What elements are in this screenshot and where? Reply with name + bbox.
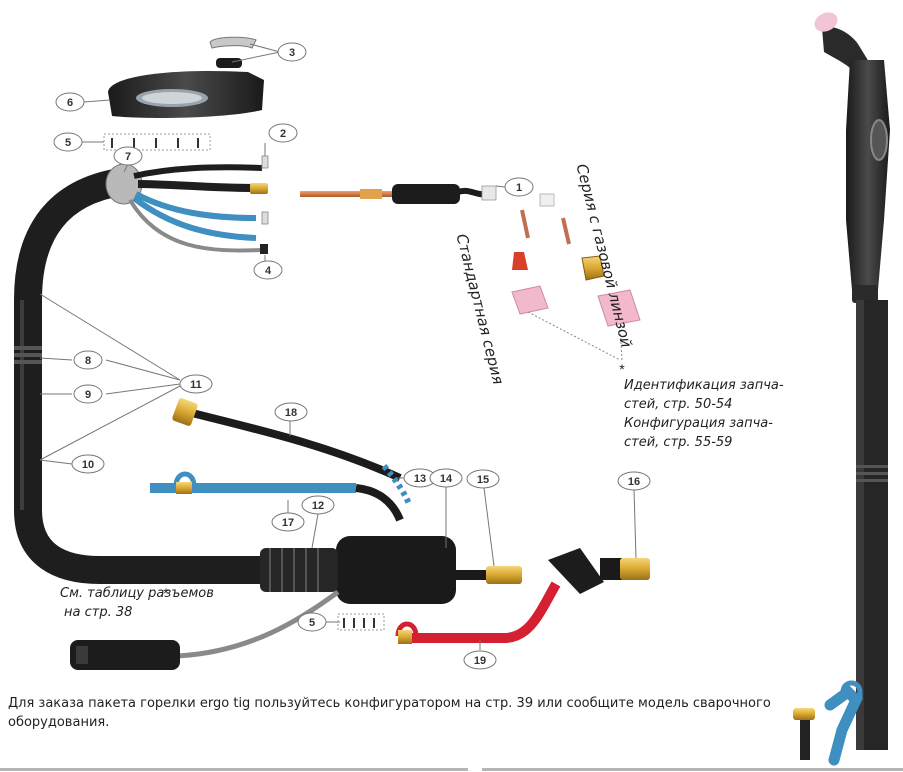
ident-line-2: стей, стр. 50-54 <box>624 395 784 414</box>
svg-text:10: 10 <box>82 459 94 471</box>
svg-text:6: 6 <box>67 97 73 109</box>
svg-text:15: 15 <box>477 474 489 486</box>
callout-12: 12 <box>302 496 334 514</box>
svg-text:2: 2 <box>280 128 286 140</box>
callout-16: 16 <box>618 472 650 490</box>
callout-5: 5 <box>54 133 82 151</box>
svg-text:14: 14 <box>440 473 453 485</box>
svg-text:16: 16 <box>628 476 640 488</box>
callout-18: 18 <box>275 403 307 421</box>
callout-1: 1 <box>505 178 533 196</box>
ident-line-1: Идентификация запча- <box>624 376 784 395</box>
callout-2: 2 <box>269 124 297 142</box>
asterisk-consumables: * <box>619 361 625 377</box>
standard-consumables <box>512 210 548 314</box>
callout-15: 15 <box>467 470 499 488</box>
callout-3: 3 <box>278 43 306 61</box>
callout-17: 17 <box>272 513 304 531</box>
strain-relief-part <box>104 134 210 150</box>
callout-10: 10 <box>72 455 104 473</box>
svg-text:7: 7 <box>125 151 131 163</box>
svg-text:5: 5 <box>309 617 315 629</box>
callout-7: 7 <box>114 147 142 165</box>
order-instructions: Для заказа пакета горелки ergo tig польз… <box>8 694 798 732</box>
connector-line-2: на стр. 38 <box>60 603 214 622</box>
svg-text:5: 5 <box>65 137 71 149</box>
callout-19: 19 <box>464 651 496 669</box>
svg-text:9: 9 <box>85 389 91 401</box>
callout-6: 6 <box>56 93 84 111</box>
svg-text:8: 8 <box>85 355 91 367</box>
assembled-torch-image <box>793 9 890 760</box>
svg-text:13: 13 <box>414 473 426 485</box>
svg-text:1: 1 <box>516 182 522 194</box>
svg-text:18: 18 <box>285 407 297 419</box>
callout-14: 14 <box>430 469 462 487</box>
footer-rule-right <box>482 768 903 771</box>
torch-body-part <box>300 184 496 204</box>
callout-11: 11 <box>180 375 212 393</box>
footer-rule-left <box>0 768 468 771</box>
cable-bundle <box>14 156 268 570</box>
svg-text:17: 17 <box>282 517 294 529</box>
strain-relief-lower <box>338 614 384 630</box>
blue-water-hose-part <box>150 474 400 520</box>
handle-shell-part <box>108 37 264 118</box>
callout-4: 4 <box>254 261 282 279</box>
config-line-1: Конфигурация запча- <box>624 414 784 433</box>
connector-table-note: См. таблицу разъемов на стр. 38 <box>60 584 214 622</box>
parts-identification-note: Идентификация запча- стей, стр. 50-54 Ко… <box>624 376 784 452</box>
svg-text:3: 3 <box>289 47 295 59</box>
connector-line-1: См. таблицу разъемов <box>60 584 214 603</box>
config-line-2: стей, стр. 55-59 <box>624 433 784 452</box>
svg-text:4: 4 <box>265 265 272 277</box>
callout-8: 8 <box>74 351 102 369</box>
svg-text:19: 19 <box>474 655 486 667</box>
callout-9: 9 <box>74 385 102 403</box>
callout-5-lower: 5 <box>298 613 326 631</box>
svg-text:12: 12 <box>312 500 324 512</box>
svg-text:11: 11 <box>190 379 202 391</box>
